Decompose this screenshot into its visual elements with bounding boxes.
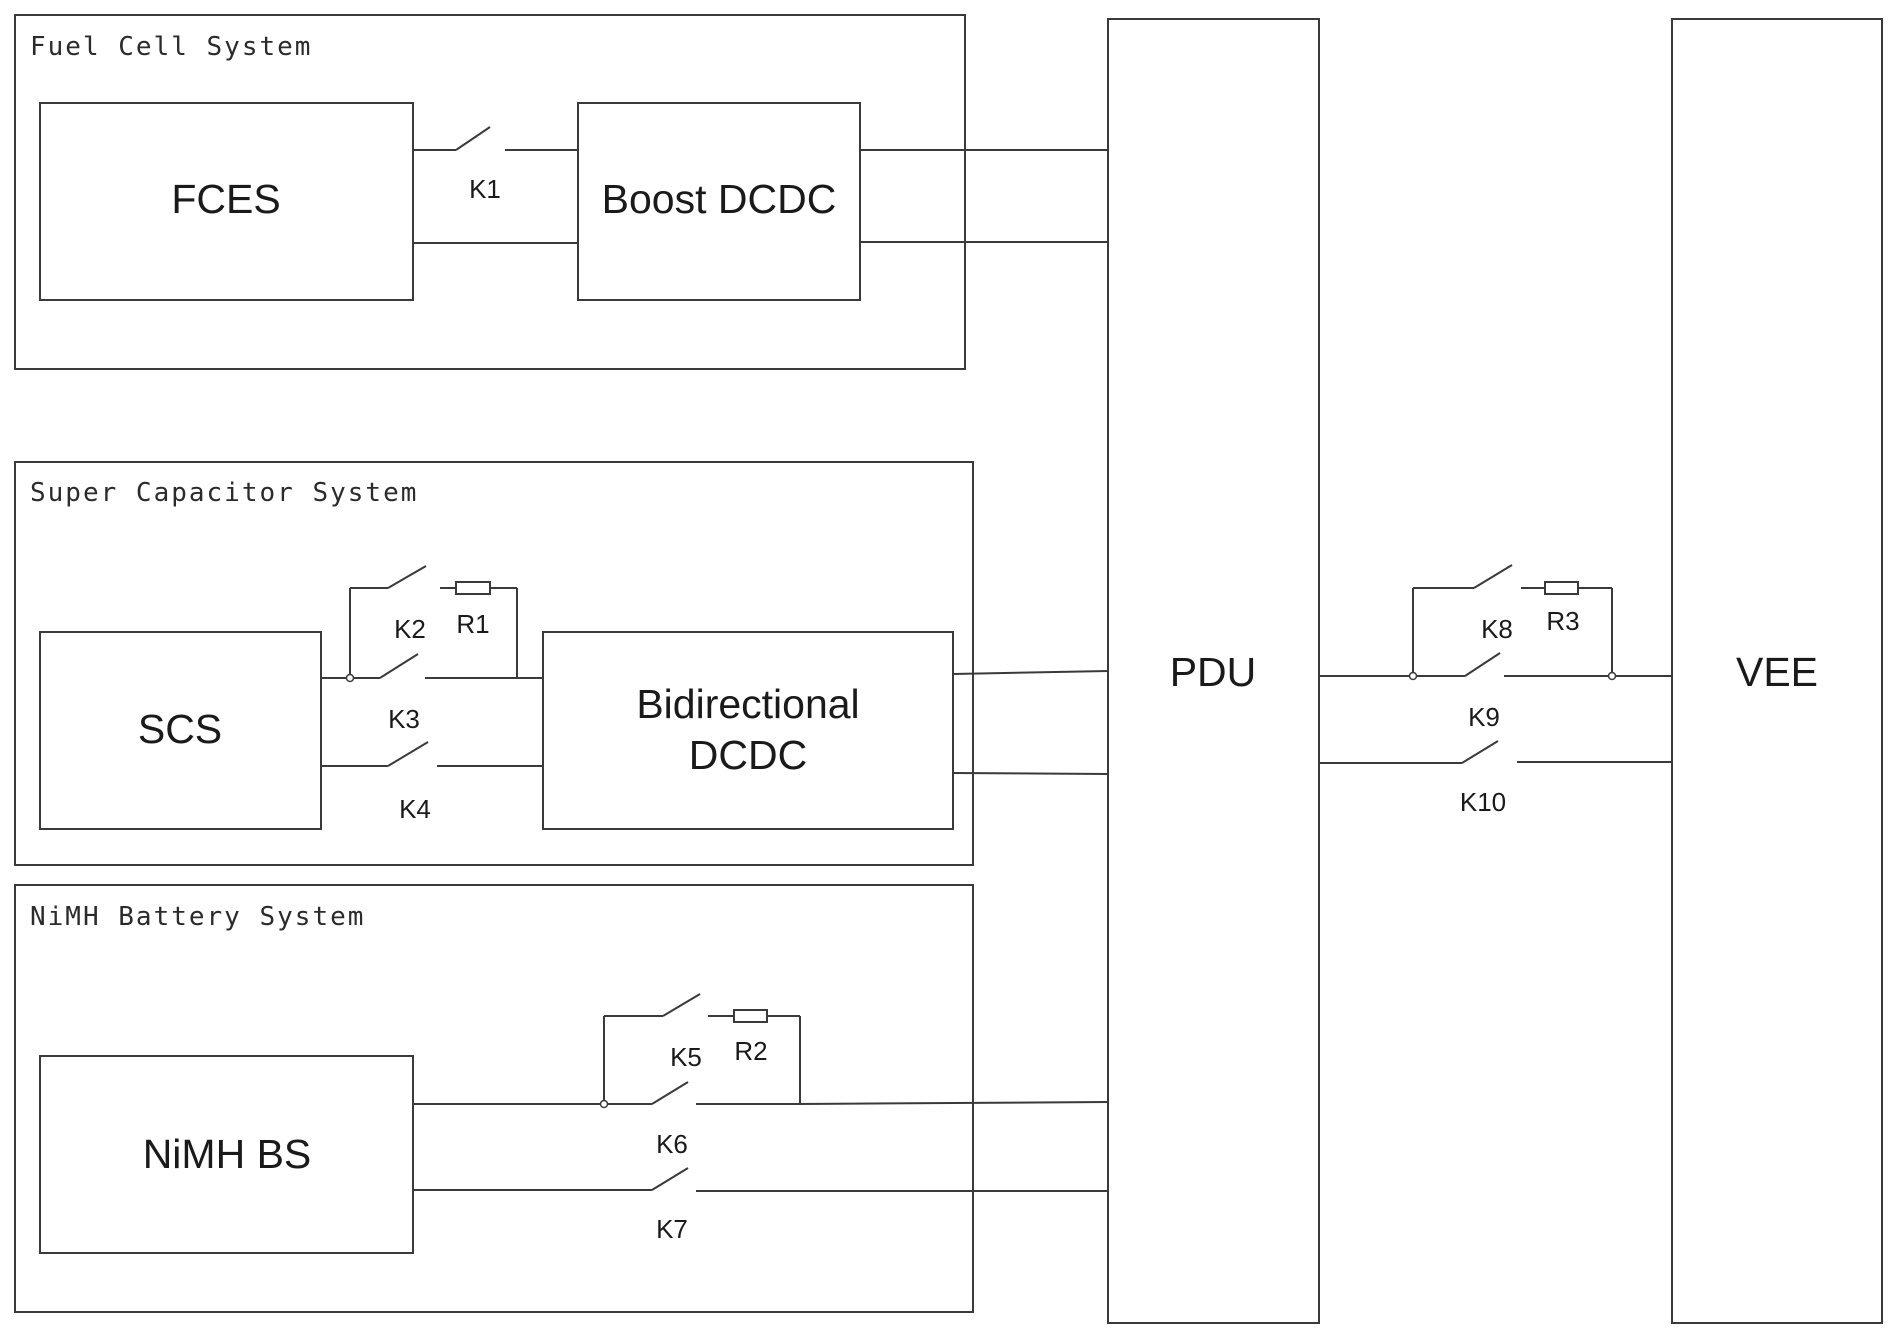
resistor-r1: [455, 581, 491, 595]
resistor-r3: [1544, 581, 1579, 595]
nimh-battery-system-frame: [14, 884, 974, 1313]
super-capacitor-wiring: [321, 565, 1109, 775]
fces-label: FCES: [171, 176, 280, 222]
pdu-label: PDU: [1170, 649, 1257, 695]
nimh-battery-system-label: NiMH Battery System: [30, 902, 365, 932]
boost-dcdc-block: [577, 102, 861, 301]
resistor-r2-label: R2: [734, 1036, 767, 1066]
nimh-bs-label: NiMH BS: [143, 1131, 312, 1177]
vee-label: VEE: [1736, 649, 1818, 695]
bidirectional-dcdc-block: [542, 631, 954, 830]
switch-k9-label: K9: [1468, 702, 1500, 732]
resistor-r2: [733, 1009, 768, 1023]
switch-k4-label: K4: [399, 794, 431, 824]
super-capacitor-system-label: Super Capacitor System: [30, 478, 418, 508]
fuel-cell-system-label: Fuel Cell System: [30, 32, 312, 62]
switch-k10-label: K10: [1460, 787, 1506, 817]
bidirectional-dcdc-label-line2: DCDC: [689, 732, 807, 778]
switch-k1-label: K1: [469, 174, 501, 204]
boost-dcdc-label: Boost DCDC: [602, 176, 837, 222]
switch-k3-label: K3: [388, 704, 420, 734]
switch-k7-label: K7: [656, 1214, 688, 1244]
switch-k2-label: K2: [394, 614, 426, 644]
nimh-wiring: [413, 993, 1109, 1192]
fuel-cell-wiring: [413, 126, 1108, 244]
super-capacitor-system-frame: [14, 461, 974, 866]
switch-k6-label: K6: [656, 1129, 688, 1159]
nimh-bs-block: [39, 1055, 414, 1254]
fuel-cell-system-frame: [14, 14, 966, 370]
switch-k5-label: K5: [670, 1042, 702, 1072]
vee-block: [1671, 18, 1883, 1324]
resistor-r3-label: R3: [1546, 606, 1579, 636]
bidirectional-dcdc-label-line1: Bidirectional: [636, 681, 859, 727]
resistor-r1-label: R1: [456, 609, 489, 639]
fces-block: [39, 102, 414, 301]
scs-block: [39, 631, 322, 830]
switch-k8-label: K8: [1481, 614, 1513, 644]
scs-label: SCS: [138, 706, 222, 752]
pdu-vee-wiring: [1319, 564, 1672, 764]
